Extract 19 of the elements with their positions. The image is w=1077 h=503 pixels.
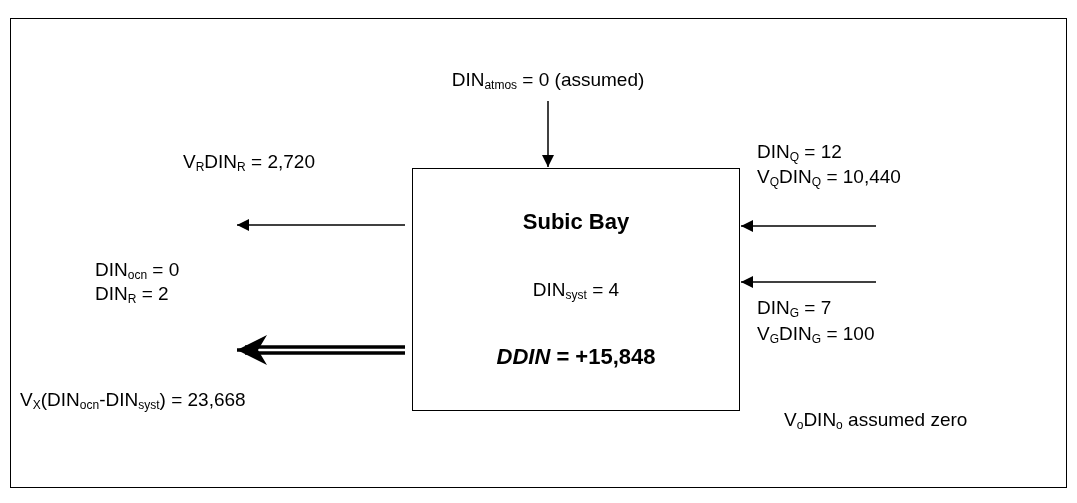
flux-label: DIN$_{atmos}$ = 0 (assumed) (373, 68, 723, 97)
flux-label: V$_{R}$DIN$_{R}$ = 2,720 (183, 150, 316, 176)
concentration-text: DIN$_{syst}$ = 4 (531, 279, 621, 302)
flux-label: V$_{Q}$DIN$_{Q}$ = 10,440 (757, 165, 901, 191)
box-title: Subic Bay (521, 209, 631, 235)
flux-label: DIN$_{G}$ = 7 (757, 296, 832, 322)
arrow (740, 220, 877, 232)
flux-label: V$_{o}$DIN$_{o}$ assumed zero (784, 408, 968, 434)
arrow (235, 335, 407, 365)
flux-label: V$_{G}$DIN$_{G}$ = 100 (757, 322, 875, 348)
flux-total-text: DDIN = +15,848 (495, 344, 657, 370)
arrow (740, 276, 877, 288)
flux-label: DIN$_{R}$ = 2 (95, 282, 169, 308)
arrow (542, 100, 554, 168)
flux-label: DIN$_{Q}$ = 12 (757, 140, 842, 166)
system-box (412, 168, 740, 411)
flux-label: DIN$_{ocn}$ = 0 (95, 258, 180, 284)
flux-label: V$_{X}$(DIN$_{ocn}$-DIN$_{syst}$) = 23,668 (20, 388, 246, 414)
arrow (236, 219, 406, 231)
